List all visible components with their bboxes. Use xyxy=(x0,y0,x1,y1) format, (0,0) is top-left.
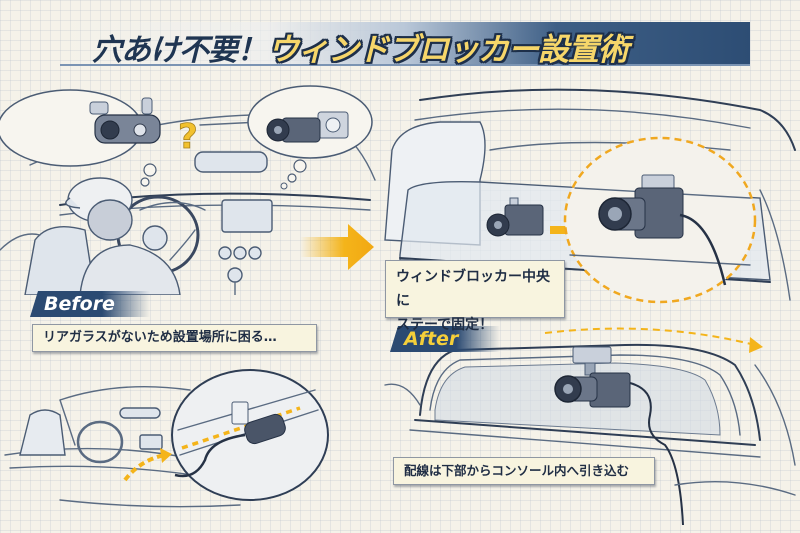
zoom-detail-circle xyxy=(563,136,757,304)
seat xyxy=(24,226,96,295)
before-driver-illustration: ? xyxy=(0,85,376,295)
after-badge: After xyxy=(390,326,500,352)
before-caption-text: リアガラスがないため設置場所に困る… xyxy=(43,330,277,345)
title-prefix: 穴あけ不要！ xyxy=(92,33,267,68)
before-badge: Before xyxy=(30,291,150,317)
rearview-mirror xyxy=(194,151,268,173)
after-caption-text: 配線は下部からコンソール内へ引き込む xyxy=(404,463,630,478)
thought-bubble-rear-camera xyxy=(247,85,373,190)
roof-route-arrow-icon xyxy=(544,327,756,346)
infotainment-screen xyxy=(221,199,273,233)
question-mark: ? xyxy=(178,117,198,157)
wiring-detail-circle xyxy=(171,369,329,501)
driver-head xyxy=(87,199,133,241)
mount-caption: ウィンドブロッカー中央に ステーで固定！ xyxy=(385,260,565,333)
mount-caption-line1: ウィンドブロッカー中央に xyxy=(396,269,550,309)
title-main: ウィンドブロッカー設置術 xyxy=(268,32,629,68)
before-caption: リアガラスがないため設置場所に困る… xyxy=(32,324,317,352)
driver-body xyxy=(79,244,181,295)
wiring-route-arrow-icon xyxy=(123,453,166,482)
title-banner xyxy=(60,22,750,66)
wiring-illustration xyxy=(4,369,329,508)
after-illustration xyxy=(384,327,796,526)
after-caption: 配線は下部からコンソール内へ引き込む xyxy=(393,457,655,485)
transition-arrow-icon xyxy=(300,224,374,270)
mount-caption-line2: ステーで固定！ xyxy=(396,317,494,333)
shift-knob xyxy=(227,267,243,283)
rear-dashcam-small xyxy=(486,197,544,237)
installed-rear-camera xyxy=(554,346,684,526)
thought-bubble-confused: ? xyxy=(0,89,198,187)
mount-illustration xyxy=(384,88,796,304)
